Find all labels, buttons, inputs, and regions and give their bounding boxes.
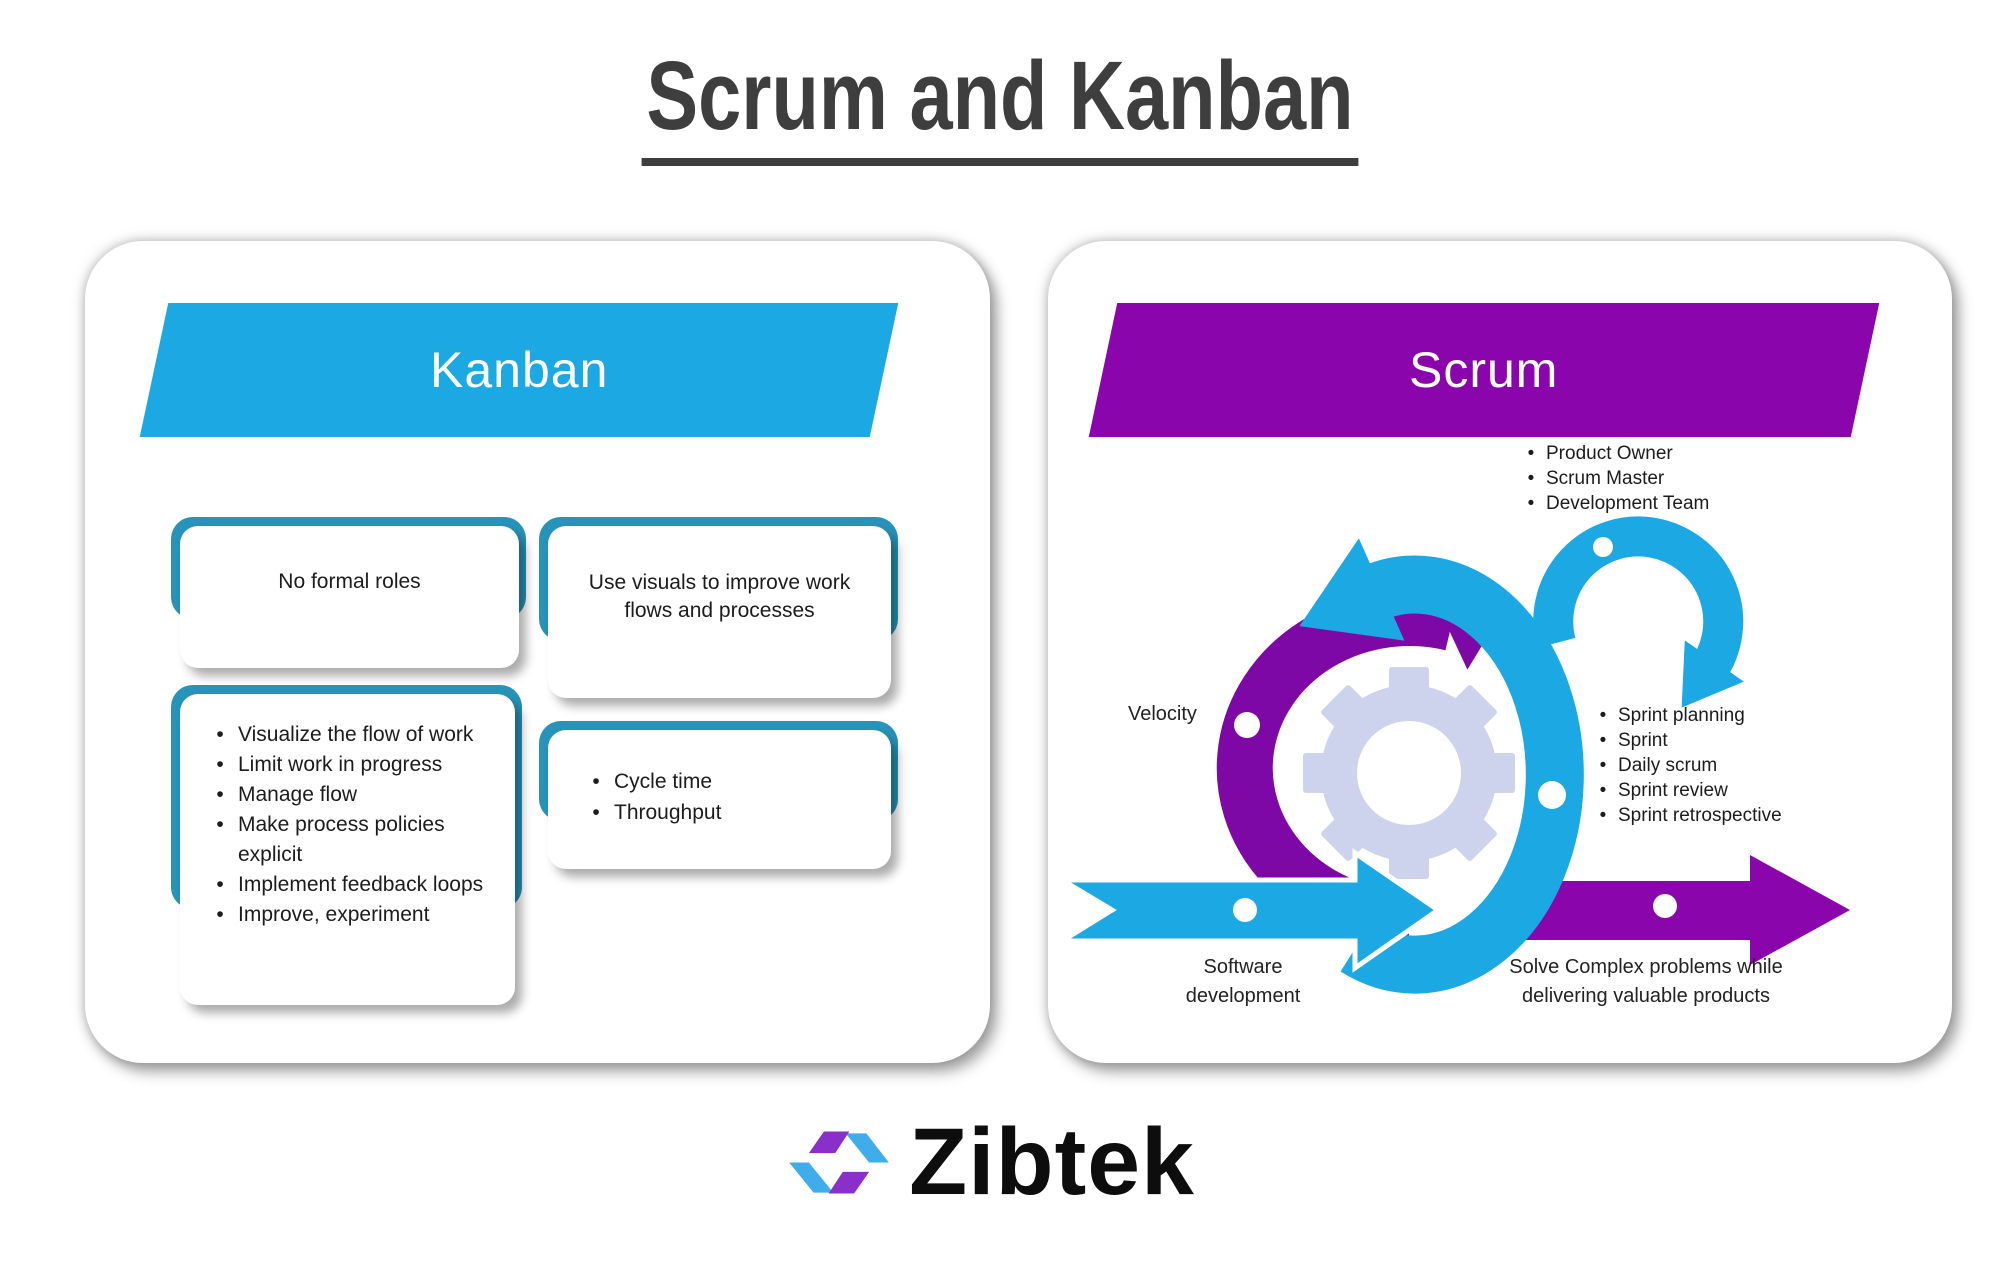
zibtek-logo-icon xyxy=(789,1131,889,1194)
list-item: •Scrum Master xyxy=(1527,468,1665,489)
solve-complex-label: Solve Complex problems while delivering … xyxy=(1509,956,1783,1007)
marker-dot xyxy=(1593,537,1613,557)
gear-icon xyxy=(1303,667,1515,879)
zibtek-logo-text: Zibtek xyxy=(909,1109,1195,1215)
list-item: •Cycle time xyxy=(592,770,713,793)
list-item: •Sprint review xyxy=(1599,780,1728,801)
list-item: •Development Team xyxy=(1527,493,1710,514)
card-text: No formal roles xyxy=(278,570,421,593)
kanban-card-metrics: •Cycle time •Throughput xyxy=(539,721,898,869)
list-item: •Manage flow xyxy=(216,783,358,806)
velocity-label: Velocity xyxy=(1128,703,1197,725)
marker-dot xyxy=(1233,898,1257,922)
card-face xyxy=(180,694,515,1005)
list-item: •Daily scrum xyxy=(1599,755,1718,776)
card-face xyxy=(548,526,891,698)
title-wrap: Scrum and Kanban xyxy=(0,40,2000,166)
list-item: •Product Owner xyxy=(1527,443,1673,464)
list-item: •Implement feedback loops xyxy=(216,873,484,896)
list-item: •Throughput xyxy=(592,801,722,824)
software-development-label: Software development xyxy=(1185,956,1301,1007)
scrum-roles-list: •Product Owner •Scrum Master •Developmen… xyxy=(1516,441,1756,516)
scrum-panel: Scrum xyxy=(1048,241,1952,1063)
roles-loop-arrow xyxy=(1533,516,1744,708)
kanban-panel: Kanban No formal roles Use visuals to im… xyxy=(85,241,990,1063)
list-item: •Sprint xyxy=(1599,730,1668,751)
kanban-header-band: Kanban xyxy=(139,303,899,437)
marker-dot xyxy=(1234,712,1260,738)
list-item: •Improve, experiment xyxy=(216,903,430,926)
list-item: •Visualize the flow of work xyxy=(216,723,474,746)
kanban-header-label: Kanban xyxy=(429,342,609,398)
scrum-events-list: •Sprint planning •Sprint •Daily scrum •S… xyxy=(1588,703,1838,828)
kanban-card-practices: •Visualize the flow of work •Limit work … xyxy=(171,685,522,1005)
scrum-cycle-diagram xyxy=(1060,516,1850,994)
list-item: •Make process policies explicit xyxy=(216,813,445,866)
card-bullet-list: •Cycle time •Throughput xyxy=(548,730,891,869)
kanban-card-no-formal-roles: No formal roles xyxy=(171,517,526,668)
zibtek-logo: Zibtek xyxy=(0,1108,1985,1217)
page-title: Scrum and Kanban xyxy=(641,40,1359,166)
card-face xyxy=(180,526,519,668)
card-face xyxy=(548,730,891,869)
marker-dot xyxy=(1653,894,1677,918)
scrum-header-band: Scrum xyxy=(1088,303,1880,437)
list-item: •Sprint planning xyxy=(1599,705,1745,726)
card-bullet-list: •Visualize the flow of work •Limit work … xyxy=(180,694,515,1005)
card-text: Use visuals to improve work flows and pr… xyxy=(588,571,851,622)
list-item: •Sprint retrospective xyxy=(1599,805,1782,826)
list-item: •Limit work in progress xyxy=(216,753,443,776)
marker-dot xyxy=(1538,781,1566,809)
kanban-card-visuals: Use visuals to improve work flows and pr… xyxy=(539,517,898,698)
scrum-header-label: Scrum xyxy=(1409,342,1559,398)
